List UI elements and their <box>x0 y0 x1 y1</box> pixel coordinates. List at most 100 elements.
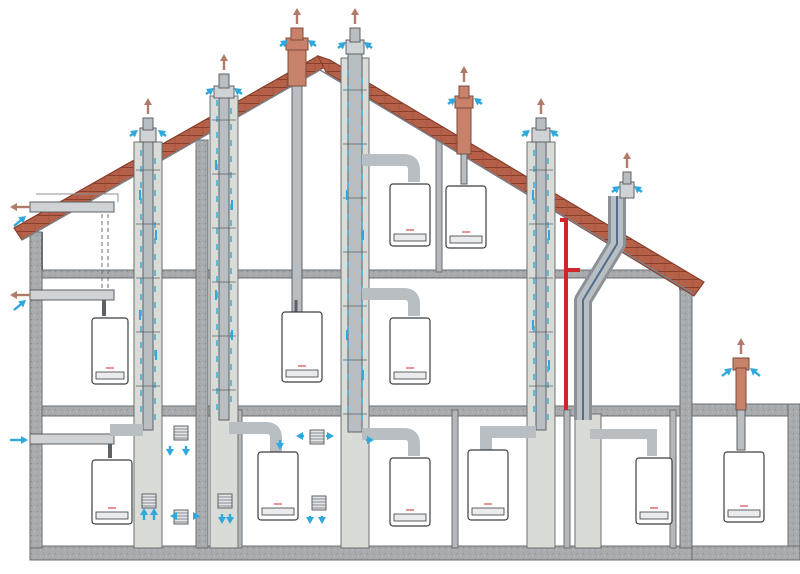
flue-liners <box>142 51 626 433</box>
arrow-blue-icon <box>337 42 346 50</box>
arrow-blue-icon <box>158 130 167 138</box>
arrow-blue-icon <box>182 446 190 456</box>
arrow-blue-icon <box>193 512 200 520</box>
inner-wall-5 <box>563 409 571 549</box>
liner-3 <box>347 51 363 433</box>
vent-grilles <box>141 425 327 525</box>
arrow-brown-icon <box>460 66 468 82</box>
boiler <box>281 311 323 383</box>
boiler <box>635 457 673 525</box>
red-gas-pipe <box>560 218 580 410</box>
arrow-blue-icon <box>634 186 643 194</box>
arrow-blue-icon <box>140 508 148 520</box>
ground-slab <box>29 545 800 561</box>
arrow-blue-icon <box>205 88 214 96</box>
flue-connectors <box>29 154 657 458</box>
boiler <box>467 449 509 521</box>
arrow-brown-icon <box>10 291 30 299</box>
arrow-blue-icon <box>234 88 243 96</box>
shaft-ladders <box>136 70 553 420</box>
arrow-blue-icon <box>276 440 284 450</box>
wall-outlet-ground <box>29 289 115 301</box>
liner-4 <box>535 129 547 431</box>
arrow-blue-icon <box>279 40 288 48</box>
boilers <box>91 183 765 527</box>
right-wall <box>679 289 693 549</box>
terminal-7 <box>619 171 635 199</box>
arrow-blue-icon <box>326 432 334 440</box>
wall-outlet-basement <box>29 433 115 445</box>
inner-wall-1 <box>195 139 209 549</box>
boiler <box>91 317 129 385</box>
boiler <box>723 451 765 523</box>
liner-2 <box>218 89 230 421</box>
arrow-blue-icon <box>318 516 326 524</box>
arrow-blue-icon <box>226 514 234 524</box>
vent-grille-icon <box>309 429 325 445</box>
elbow-shaft-3-ground <box>362 288 420 316</box>
inner-wall-2 <box>435 139 443 273</box>
elbow-shaft-3-attic <box>362 154 420 182</box>
elbow-shaft-3-basement <box>362 428 420 456</box>
inner-wall-3 <box>451 409 459 549</box>
annex-floor <box>691 545 800 561</box>
arrow-blue-icon <box>296 432 304 440</box>
boiler <box>389 457 431 527</box>
elbow-shaft-4-basement <box>480 426 536 450</box>
terminal-1 <box>139 117 157 143</box>
arrow-blue-icon <box>308 40 317 48</box>
arrow-brown-icon <box>10 203 30 211</box>
terminal-6 <box>531 117 551 143</box>
arrow-blue-icon <box>13 300 26 311</box>
arrow-brown-icon <box>737 338 745 354</box>
arrow-brown-icon <box>623 152 631 168</box>
terminal-8-copper <box>732 357 750 451</box>
elbow-duct-basement <box>590 429 657 456</box>
roof-right-slope <box>316 54 705 297</box>
boiler <box>445 185 487 249</box>
arrow-blue-icon <box>129 130 138 138</box>
arrow-blue-icon <box>366 436 374 444</box>
terminal-3-copper <box>285 27 309 87</box>
arrow-blue-icon <box>166 446 174 456</box>
arrow-blue-icon <box>306 516 314 524</box>
terminal-2 <box>213 73 235 99</box>
arrow-brown-icon <box>293 8 301 24</box>
vent-grille-icon <box>173 509 189 525</box>
arrow-blue-icon <box>521 130 530 138</box>
boiler <box>389 317 431 385</box>
annex-wall <box>787 403 800 549</box>
flow-arrows <box>10 8 761 524</box>
arrow-brown-icon <box>144 98 152 114</box>
vent-grille-icon <box>217 493 233 509</box>
arrow-blue-icon <box>750 368 761 377</box>
arrow-blue-icon <box>550 130 559 138</box>
arrow-blue-icon <box>10 436 28 444</box>
wall-outlet-attic <box>29 201 115 213</box>
arrow-blue-icon <box>150 508 158 520</box>
roof-terminals <box>139 27 750 451</box>
boiler <box>91 459 133 525</box>
arrow-blue-icon <box>170 512 177 520</box>
arrow-blue-icon <box>364 42 373 50</box>
left-wall <box>29 231 43 549</box>
arrow-blue-icon <box>721 368 732 377</box>
terminal-4 <box>345 27 365 55</box>
vent-grille-icon <box>141 493 157 509</box>
boiler <box>389 183 431 247</box>
vent-grille-icon <box>173 425 189 441</box>
arrow-blue-icon <box>447 98 456 106</box>
arrow-brown-icon <box>220 54 228 70</box>
arrow-blue-icon <box>611 186 620 194</box>
boiler <box>257 451 299 521</box>
terminal-5-copper <box>454 85 474 185</box>
roof-ridge-line <box>21 69 695 295</box>
vent-grille-icon <box>311 495 327 511</box>
arrow-blue-icon <box>218 514 226 524</box>
elbow-shaft-2-basement <box>229 422 282 452</box>
arrow-brown-icon <box>351 8 359 24</box>
arrow-brown-icon <box>537 98 545 114</box>
arrow-blue-icon <box>474 98 483 106</box>
